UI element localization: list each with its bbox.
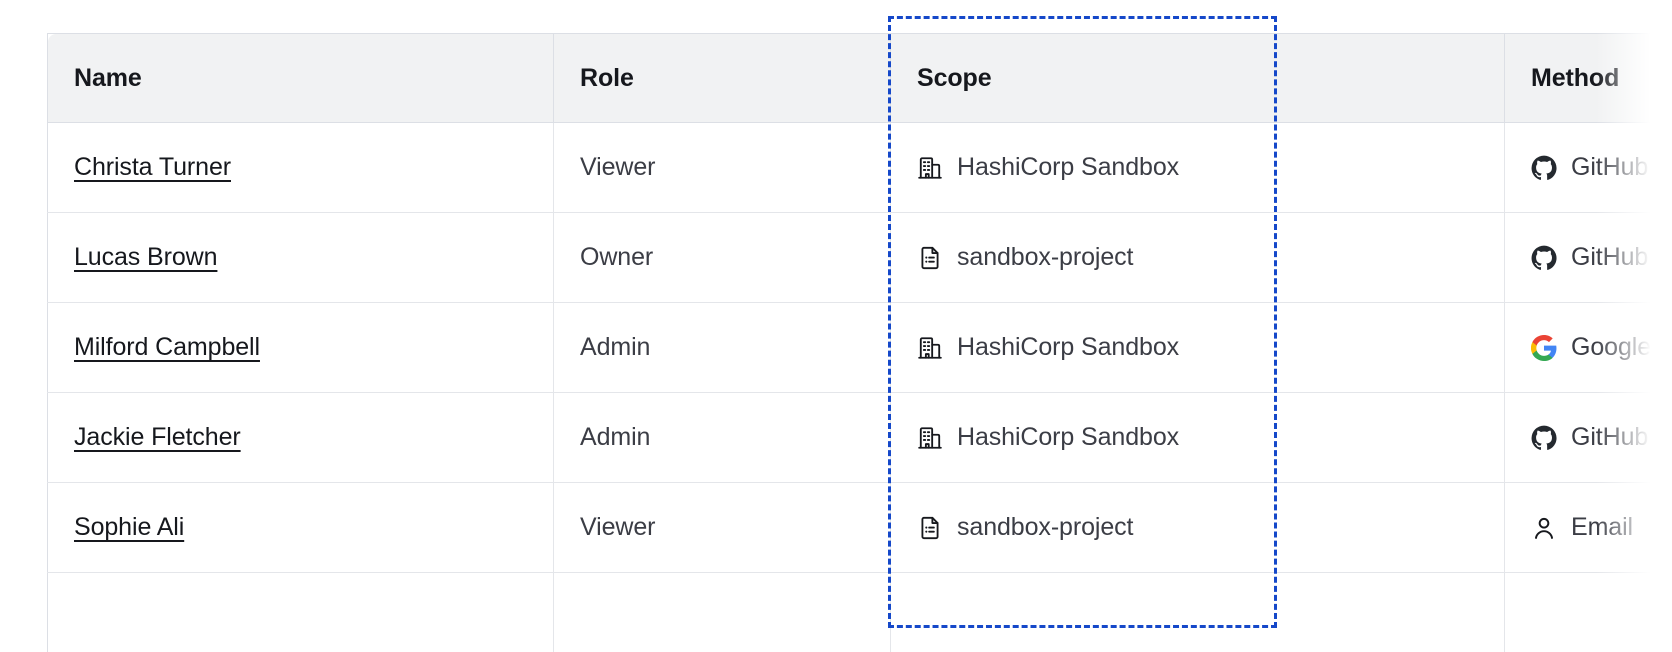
cell-scope: HashiCorp Sandbox [890,392,1505,483]
cell-name: Jackie Fletcher [47,392,554,483]
github-icon [1531,245,1557,271]
cell-role: Admin [553,392,891,483]
scope-value [917,605,1504,631]
table-row[interactable]: Sophie Ali Viewer sandbox-project Email [47,482,1672,573]
scope-label: sandbox-project [957,243,1134,271]
cell-method: GitHub [1504,212,1672,303]
column-header-name[interactable]: Name [47,33,554,123]
table-row[interactable]: Lucas Brown Owner sandbox-project GitHub [47,212,1672,303]
cell-method: Google [1504,302,1672,393]
scope-value: sandbox-project [917,243,1504,272]
cell-method: Email [1504,482,1672,573]
method-value: GitHub [1531,243,1672,272]
project-document-icon [917,245,943,271]
google-icon [1530,334,1557,361]
method-label: Google [1571,333,1652,361]
cell-method [1504,572,1672,652]
table-row[interactable]: Christa Turner Viewer HashiCorp Sandbox Git… [47,122,1672,213]
method-value: GitHub [1531,153,1672,182]
cell-scope: sandbox-project [890,212,1505,303]
cell-role: Viewer [553,122,891,213]
table-row[interactable]: Milford Campbell Admin HashiCorp Sandbox Go… [47,302,1672,393]
cell-method: GitHub [1504,392,1672,483]
project-document-icon [917,515,943,541]
method-label: GitHub [1571,153,1649,181]
scope-value: HashiCorp Sandbox [917,153,1504,182]
member-name-link[interactable]: Christa Turner [74,153,231,181]
cell-name: Christa Turner [47,122,554,213]
cell-scope: sandbox-project [890,482,1505,573]
scope-value: HashiCorp Sandbox [917,333,1504,362]
scope-label: HashiCorp Sandbox [957,333,1180,361]
scope-value: sandbox-project [917,513,1504,542]
cell-role: Admin [553,302,891,393]
organization-building-icon [917,335,943,361]
method-value: Email [1531,513,1672,542]
method-label: GitHub [1571,423,1649,451]
member-name-link[interactable]: Sophie Ali [74,513,185,541]
method-label: GitHub [1571,243,1649,271]
user-person-icon [1531,515,1557,541]
column-header-role[interactable]: Role [553,33,891,123]
table-row[interactable]: Jackie Fletcher Admin HashiCorp Sandbox Git… [47,392,1672,483]
cell-scope [890,572,1505,652]
scope-label: HashiCorp Sandbox [957,423,1180,451]
method-label: Email [1571,513,1634,541]
table-row[interactable] [47,572,1672,652]
cell-method: GitHub [1504,122,1672,213]
scope-value: HashiCorp Sandbox [917,423,1504,452]
cell-name: Milford Campbell [47,302,554,393]
scope-label: sandbox-project [957,513,1134,541]
cell-role: Owner [553,212,891,303]
method-value [1531,605,1672,631]
table-header-row: Name Role Scope Method [47,33,1672,123]
cell-name: Lucas Brown [47,212,554,303]
member-name-link[interactable]: Lucas Brown [74,243,218,271]
github-icon [1531,155,1557,181]
member-name-link[interactable]: Milford Campbell [74,333,260,361]
method-value: GitHub [1531,423,1672,452]
github-icon [1531,425,1557,451]
organization-building-icon [917,155,943,181]
cell-role [553,572,891,652]
cell-name [47,572,554,652]
scope-label: HashiCorp Sandbox [957,153,1180,181]
method-value: Google [1530,333,1672,362]
column-header-scope[interactable]: Scope [890,33,1505,123]
organization-building-icon [917,425,943,451]
member-name-link[interactable]: Jackie Fletcher [74,423,241,451]
cell-scope: HashiCorp Sandbox [890,302,1505,393]
table-header: Name Role Scope Method [47,33,1672,123]
cell-role: Viewer [553,482,891,573]
cell-name: Sophie Ali [47,482,554,573]
cell-scope: HashiCorp Sandbox [890,122,1505,213]
column-header-method[interactable]: Method [1504,33,1672,123]
